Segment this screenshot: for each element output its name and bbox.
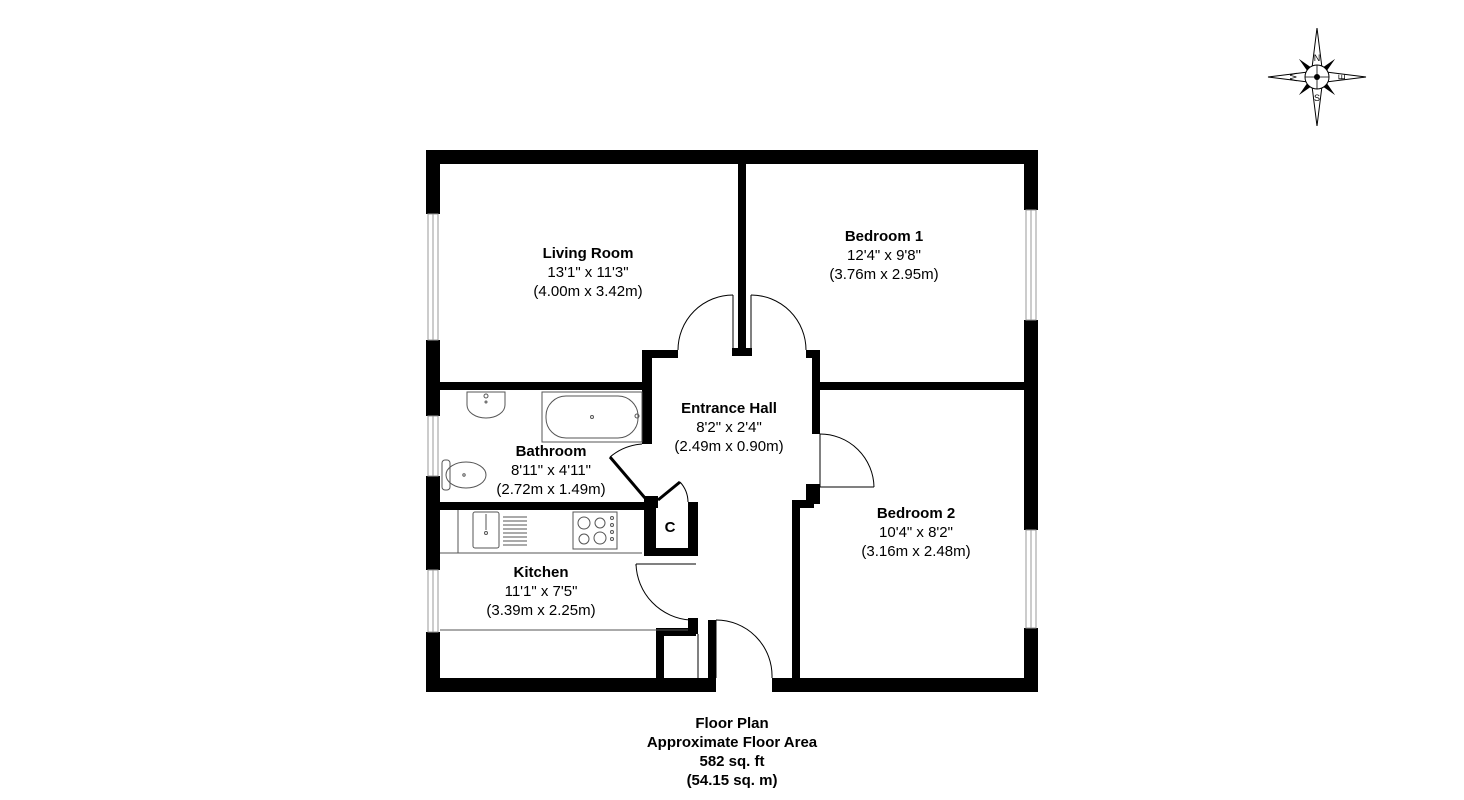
room-dimensions-metric: (3.76m x 2.95m) [829, 266, 939, 283]
compass-south: S [1314, 93, 1320, 103]
compass-rose-icon: N S E W [1267, 27, 1367, 127]
room-bathroom: Bathroom 8'11" x 4'11" (2.72m x 1.49m) [496, 442, 605, 499]
room-dimensions-metric: (4.00m x 3.42m) [533, 283, 643, 300]
room-dimensions-metric: (3.39m x 2.25m) [486, 602, 596, 619]
room-dimensions-metric: (2.72m x 1.49m) [496, 481, 606, 498]
exterior-walls [426, 150, 1038, 692]
room-name: Living Room [542, 245, 634, 262]
room-kitchen: Kitchen 11'1" x 7'5" (3.39m x 2.25m) [486, 563, 595, 620]
room-dimensions-imperial: 11'1" x 7'5" [504, 583, 578, 600]
room-name: Bedroom 2 [876, 505, 956, 522]
room-bedroom-2: Bedroom 2 10'4" x 8'2" (3.16m x 2.48m) [861, 504, 970, 561]
room-closet-label: C [664, 519, 676, 536]
caption-subtitle: Approximate Floor Area [646, 734, 818, 751]
room-dimensions-metric: (3.16m x 2.48m) [861, 543, 971, 560]
caption-area-metric: (54.15 sq. m) [686, 772, 778, 789]
room-living-room: Living Room 13'1" x 11'3" (4.00m x 3.42m… [533, 244, 642, 301]
room-name: Kitchen [513, 564, 569, 581]
drainer [503, 516, 527, 546]
room-dimensions-imperial: 8'11" x 4'11" [510, 462, 592, 479]
room-dimensions-imperial: 8'2" x 2'4" [696, 419, 762, 436]
room-bedroom-1: Bedroom 1 12'4" x 9'8" (3.76m x 2.95m) [829, 227, 938, 284]
room-dimensions-imperial: 10'4" x 8'2" [879, 524, 953, 541]
room-dimensions-imperial: 12'4" x 9'8" [847, 247, 921, 264]
compass-west: W [1288, 73, 1298, 82]
compass-north: N [1314, 53, 1321, 63]
door-swings [608, 294, 875, 679]
bathroom-fittings [441, 391, 643, 491]
interior-walls [440, 164, 1024, 678]
caption-title: Floor Plan [695, 715, 769, 732]
compass-east: E [1337, 74, 1347, 80]
windows [427, 209, 1037, 633]
room-dimensions-metric: (2.49m x 0.90m) [674, 438, 784, 455]
caption-area-imperial: 582 sq. ft [699, 753, 765, 770]
floor-area-caption: Floor Plan Approximate Floor Area 582 sq… [647, 714, 817, 790]
room-dimensions-imperial: 13'1" x 11'3" [547, 264, 629, 281]
room-name: Entrance Hall [681, 400, 777, 417]
room-name: Bathroom [515, 443, 587, 460]
kitchen-fittings [440, 510, 688, 631]
room-entrance-hall: Entrance Hall 8'2" x 2'4" (2.49m x 0.90m… [674, 399, 783, 456]
room-name: Bedroom 1 [844, 228, 924, 245]
